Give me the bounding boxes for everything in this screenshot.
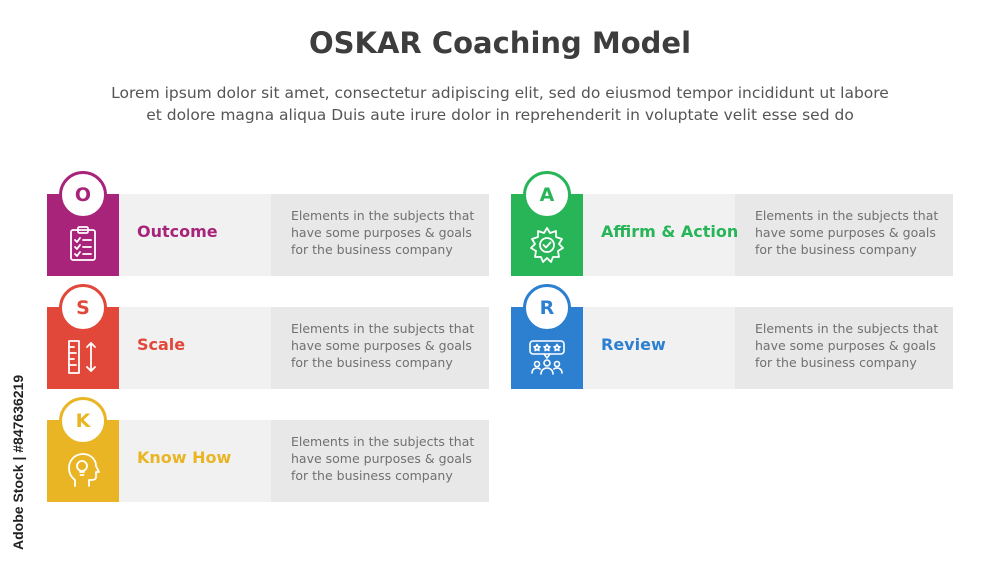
description-line: have some purposes & goals xyxy=(291,225,472,240)
description-line: have some purposes & goals xyxy=(755,338,936,353)
page-subtitle: Lorem ipsum dolor sit amet, consectetur … xyxy=(40,82,960,126)
card-description-background xyxy=(271,307,489,389)
badge-check-icon xyxy=(530,227,564,263)
item-label: Outcome xyxy=(137,222,218,241)
review-stars-people-icon xyxy=(529,340,565,375)
item-label: Know How xyxy=(137,448,232,467)
card-description-background xyxy=(735,194,953,276)
item-description: Elements in the subjects that have some … xyxy=(291,433,481,484)
item-description: Elements in the subjects that have some … xyxy=(291,320,481,371)
description-line: for the business company xyxy=(291,355,453,370)
card-outcome: O Outcome Elements in the subjects that … xyxy=(47,171,489,276)
clipboard-checklist-icon xyxy=(70,226,96,261)
card-description-background xyxy=(271,194,489,276)
description-line: Elements in the subjects that xyxy=(291,321,475,336)
item-label: Affirm & Action xyxy=(601,222,739,241)
description-line: have some purposes & goals xyxy=(291,451,472,466)
description-line: have some purposes & goals xyxy=(291,338,472,353)
item-description: Elements in the subjects that have some … xyxy=(755,320,945,371)
letter-circle: S xyxy=(59,284,107,332)
description-line: for the business company xyxy=(291,468,453,483)
card-scale: S Scale Elements in the subjects that ha… xyxy=(47,284,489,389)
description-line: for the business company xyxy=(755,355,917,370)
subtitle-line-1: Lorem ipsum dolor sit amet, consectetur … xyxy=(111,84,889,102)
subtitle-line-2: et dolore magna aliqua Duis aute irure d… xyxy=(146,106,854,124)
letter-circle: O xyxy=(59,171,107,219)
description-line: Elements in the subjects that xyxy=(291,434,475,449)
page-title: OSKAR Coaching Model xyxy=(308,26,692,60)
card-know-how: K Know How Elements in the subjects that… xyxy=(47,397,489,502)
letter-circle: R xyxy=(523,284,571,332)
letter-circle: A xyxy=(523,171,571,219)
card-description-background xyxy=(735,307,953,389)
description-line: Elements in the subjects that xyxy=(755,321,939,336)
card-review: R Review Elements in the subjects that h… xyxy=(511,284,953,389)
ruler-scale-icon xyxy=(68,340,96,374)
description-line: for the business company xyxy=(755,242,917,257)
item-description: Elements in the subjects that have some … xyxy=(291,207,481,258)
card-affirm-action: A Affirm & Action Elements in the subjec… xyxy=(511,171,953,276)
description-line: Elements in the subjects that xyxy=(291,208,475,223)
item-description: Elements in the subjects that have some … xyxy=(755,207,945,258)
description-line: have some purposes & goals xyxy=(755,225,936,240)
description-line: Elements in the subjects that xyxy=(755,208,939,223)
description-line: for the business company xyxy=(291,242,453,257)
letter-circle: K xyxy=(59,397,107,445)
card-description-background xyxy=(271,420,489,502)
watermark-text: Adobe Stock | #847636219 xyxy=(10,374,26,550)
head-lightbulb-icon xyxy=(68,453,100,487)
stock-watermark: Adobe Stock | #847636219 xyxy=(4,320,34,560)
item-label: Scale xyxy=(137,335,186,354)
item-label: Review xyxy=(601,335,666,354)
